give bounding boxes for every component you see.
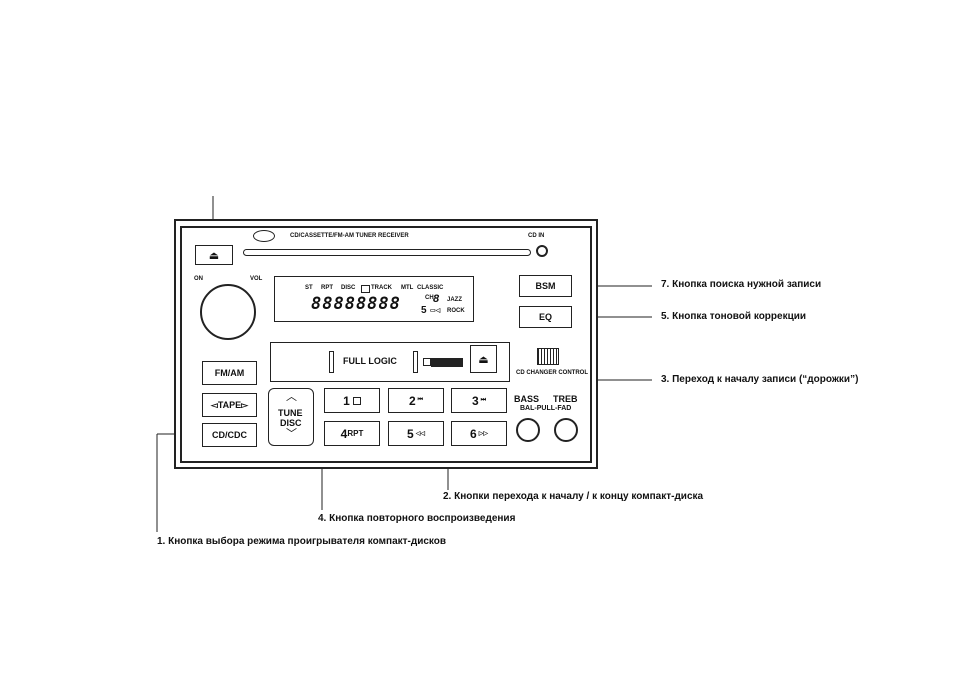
bass-label: BASS bbox=[514, 394, 540, 404]
track-forward-icon: ⏭ bbox=[480, 397, 487, 403]
display-track: TRACK bbox=[371, 285, 392, 291]
cassette-eject-icon: ⏏ bbox=[478, 353, 489, 366]
preset-3-number: 3 bbox=[471, 393, 479, 408]
cd-slot bbox=[243, 249, 531, 256]
display-jazz: JAZZ bbox=[447, 297, 462, 303]
lcd-display: ST RPT DISC TRACK MTL CLASSIC 88888888 C… bbox=[274, 276, 474, 322]
cd-cdc-button[interactable]: CD/CDC bbox=[202, 423, 257, 447]
full-logic-label: FULL LOGIC bbox=[343, 356, 397, 366]
tune-down-icon: ﹀ bbox=[286, 428, 297, 440]
display-five: 5 bbox=[421, 305, 427, 316]
on-label: ON bbox=[194, 276, 203, 282]
vol-label: VOL bbox=[250, 276, 263, 282]
display-disc: DISC bbox=[341, 285, 356, 291]
cassette-door: FULL LOGIC bbox=[270, 342, 510, 382]
display-mtl: MTL bbox=[401, 285, 414, 291]
eject-icon: ⏏ bbox=[208, 249, 220, 262]
preset-4-button[interactable]: 4 RPT bbox=[324, 421, 380, 446]
treb-label: TREB bbox=[553, 394, 578, 404]
callout-7-bsm: 7. Кнопка поиска нужной записи bbox=[661, 279, 822, 290]
model-label: CD/CASSETTE/FM-AM TUNER RECEIVER bbox=[290, 233, 409, 239]
radio-inner-panel bbox=[180, 226, 592, 463]
preset-6-number: 6 bbox=[470, 426, 477, 441]
callout-2-disc: 2. Кнопки перехода к началу / к концу ко… bbox=[443, 491, 704, 502]
cd-in-label: CD IN bbox=[528, 233, 545, 239]
preset-1-number: 1 bbox=[343, 393, 350, 408]
brand-logo bbox=[253, 230, 275, 242]
display-rock: ROCK bbox=[447, 308, 465, 314]
callout-1-cd-mode: 1. Кнопка выбора режима проигрывателя ко… bbox=[157, 536, 447, 547]
disc-label: DISC bbox=[280, 418, 302, 428]
cd-in-indicator bbox=[536, 245, 548, 257]
preset-5-button[interactable]: 5 ◁◁ bbox=[388, 421, 444, 446]
callout-3-track: 3. Переход к началу записи (“дорожки”) bbox=[661, 374, 859, 385]
display-ch: CH bbox=[425, 295, 434, 301]
bsm-button[interactable]: BSM bbox=[519, 275, 572, 297]
cassette-window-left bbox=[329, 351, 334, 373]
volume-knob[interactable] bbox=[200, 284, 256, 340]
dolby-badge bbox=[431, 358, 463, 367]
tune-label: TUNE bbox=[278, 408, 303, 418]
compact-disc-logo bbox=[537, 348, 559, 365]
tape-arrow-icon: ▭◁ bbox=[430, 308, 441, 314]
fm-am-button[interactable]: FM/AM bbox=[202, 361, 257, 385]
bass-knob[interactable] bbox=[516, 418, 540, 442]
display-ch-digit: 8 bbox=[433, 293, 440, 305]
cd-changer-control-label: CD CHANGER CONTROL bbox=[516, 370, 588, 376]
tune-up-icon: ︿ bbox=[286, 391, 297, 403]
disc-box-icon bbox=[361, 285, 370, 293]
preset-3-button[interactable]: 3 ⏭ bbox=[451, 388, 507, 413]
preset-4-rpt: RPT bbox=[347, 429, 364, 438]
display-rpt: RPT bbox=[321, 285, 333, 291]
preset-2-number: 2 bbox=[408, 393, 416, 408]
display-st: ST bbox=[305, 285, 313, 291]
cassette-window-right bbox=[413, 351, 418, 373]
callout-5-eq: 5. Кнопка тоновой коррекции bbox=[661, 311, 807, 322]
preset-2-button[interactable]: 2 ⏮ bbox=[388, 388, 444, 413]
treb-knob[interactable] bbox=[554, 418, 578, 442]
eject-button[interactable]: ⏏ bbox=[195, 245, 233, 265]
bal-pull-fad-label: BAL-PULL-FAD bbox=[520, 405, 572, 412]
track-back-icon: ⏮ bbox=[417, 397, 424, 403]
callout-4-rpt: 4. Кнопка повторного воспроизведения bbox=[318, 513, 516, 524]
preset-1-button[interactable]: 1 bbox=[324, 388, 380, 413]
tune-disc-rocker[interactable]: ︿ TUNE DISC ﹀ bbox=[268, 388, 314, 446]
fast-forward-icon: ▷▷ bbox=[478, 431, 488, 437]
rewind-icon: ◁◁ bbox=[415, 431, 425, 437]
disc-box-small-icon bbox=[352, 396, 361, 405]
dolby-icon bbox=[423, 358, 431, 366]
tape-button[interactable]: ◅TAPE▻ bbox=[202, 393, 257, 417]
cassette-eject-button[interactable]: ⏏ bbox=[470, 345, 497, 373]
eq-button[interactable]: EQ bbox=[519, 306, 572, 328]
preset-4-number: 4 bbox=[340, 426, 348, 441]
display-digits: 88888888 bbox=[311, 294, 401, 314]
preset-6-button[interactable]: 6 ▷▷ bbox=[451, 421, 507, 446]
display-classic: CLASSIC bbox=[417, 285, 444, 291]
preset-5-number: 5 bbox=[407, 426, 414, 441]
